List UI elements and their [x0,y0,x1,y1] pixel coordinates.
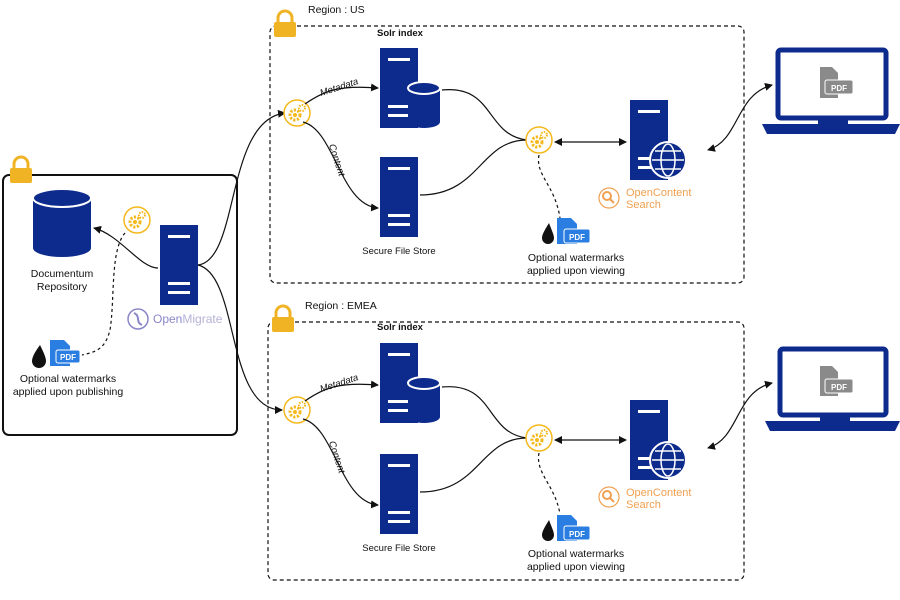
content-label: Content [326,440,347,475]
connector [302,418,379,509]
opencontent-logo: OpenContent Search [598,486,691,511]
svg-text:PDF: PDF [569,233,585,242]
file-store-server-icon [380,157,418,237]
region-us: Region : US Solr index Secure File Store… [269,4,773,284]
search-text: Search [626,499,661,511]
lock-icon [8,155,34,185]
connector [304,380,379,402]
metadata-label: Metadata [319,76,360,99]
dashed-connector [537,452,561,515]
repository-label-line2: Repository [37,281,88,293]
pdf-icon: PDF [50,340,81,366]
lock-icon [270,304,296,334]
solr-index-label: Solr index [377,322,424,333]
file-store-label: Secure File Store [362,543,435,554]
svg-text:PDF: PDF [60,353,76,362]
connector [302,121,379,212]
svg-text:PDF: PDF [831,84,847,93]
file-store-server-icon [380,454,418,534]
database-icon [32,188,92,257]
connector [93,225,159,269]
svg-text:OpenMigrate: OpenMigrate [153,312,223,326]
metadata-label: Metadata [319,372,360,395]
pdf-icon: PDF [557,218,591,244]
openmigrate-open-text: Open [153,312,182,326]
view-watermark-line1: Optional watermarks [528,548,624,560]
gear-icon [524,125,554,155]
region-title: Region : US [308,4,365,16]
content-label: Content [326,143,347,178]
gear-icon [524,423,554,453]
database-icon [407,376,441,423]
ink-drop-icon [32,345,46,368]
svg-text:PDF: PDF [569,530,585,539]
openmigrate-logo: OpenMigrate [127,308,223,330]
publish-watermark-line2: applied upon publishing [13,386,124,398]
database-icon [407,81,441,128]
connector-to-laptop [707,380,773,450]
globe-icon [649,141,687,179]
svg-text:PDF: PDF [831,383,847,392]
ink-drop-icon [542,520,554,541]
ink-drop-icon [542,223,554,244]
solr-index-label: Solr index [377,28,424,39]
region-emea: Region : EMEA Solr index Secure File Sto… [267,300,773,581]
gear-icon [122,205,152,235]
view-watermark-line2: applied upon viewing [527,265,625,277]
connector [441,89,528,141]
connector-to-emea [197,264,283,414]
connector [304,83,379,105]
source-system-box: Documentum Repository OpenMigrate PDF Op… [2,155,238,436]
dashed-connector [537,154,561,219]
file-store-label: Secure File Store [362,246,435,257]
view-watermark-line2: applied upon viewing [527,561,625,573]
opencontent-logo: OpenContent Search [598,187,691,211]
repository-label-line1: Documentum [31,268,94,280]
openmigrate-migrate-text: Migrate [182,312,222,326]
server-icon [160,225,198,305]
dashed-connector [81,232,126,356]
view-watermark-line1: Optional watermarks [528,252,624,264]
connector-to-laptop [707,82,773,152]
opencontent-text: OpenContent [626,187,691,199]
connector-to-us [197,109,286,266]
region-title: Region : EMEA [305,300,377,312]
opencontent-text: OpenContent [626,487,691,499]
lock-icon [272,9,298,39]
publish-watermark-line1: Optional watermarks [20,373,116,385]
globe-icon [649,441,687,479]
connector [419,437,528,493]
pdf-file-icon: PDF [820,67,854,98]
connector [441,386,528,439]
pdf-icon: PDF [557,515,591,541]
search-text: Search [626,199,661,211]
connector [419,139,528,196]
pdf-file-icon: PDF [820,366,854,396]
